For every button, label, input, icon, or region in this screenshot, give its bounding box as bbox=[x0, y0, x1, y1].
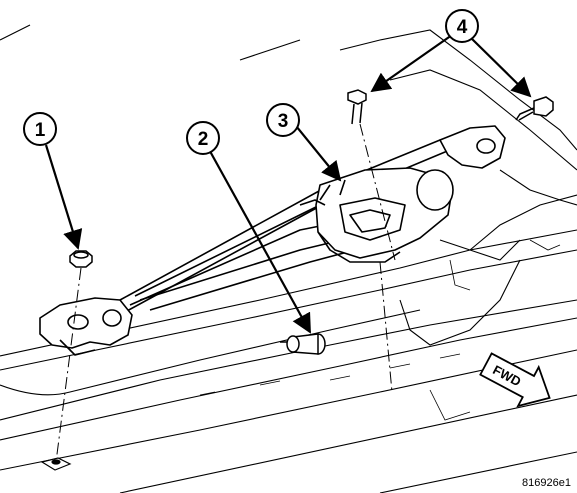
callout-3: 3 bbox=[266, 103, 300, 137]
leader-1 bbox=[44, 144, 83, 250]
wiper-linkage-assembly bbox=[39, 125, 506, 356]
forward-arrow-icon bbox=[479, 352, 551, 408]
leader-2-grommet bbox=[205, 143, 311, 334]
figure-id: 816926e1 bbox=[522, 477, 571, 489]
leader-3 bbox=[291, 120, 342, 182]
callout-2-number: 2 bbox=[198, 129, 209, 150]
callout-1-number: 1 bbox=[35, 120, 46, 141]
callout-4: 4 bbox=[445, 9, 479, 43]
callout-2: 2 bbox=[186, 121, 220, 155]
pivot-nut bbox=[69, 250, 93, 268]
alignment-centerlines bbox=[55, 123, 396, 463]
callout-3-number: 3 bbox=[278, 111, 289, 132]
cowl-stud bbox=[40, 457, 72, 471]
callout-4-number: 4 bbox=[457, 17, 468, 38]
callout-1: 1 bbox=[23, 112, 57, 146]
mounting-bolts bbox=[347, 89, 554, 125]
vehicle-body-hatching bbox=[199, 239, 561, 421]
mounting-grommet bbox=[280, 333, 326, 355]
callout-leaders bbox=[44, 34, 532, 334]
leader-4-left bbox=[370, 34, 453, 93]
forward-direction-arrow: FWD bbox=[479, 352, 551, 408]
leader-4-right bbox=[469, 36, 532, 98]
vehicle-body-outline bbox=[0, 24, 577, 493]
